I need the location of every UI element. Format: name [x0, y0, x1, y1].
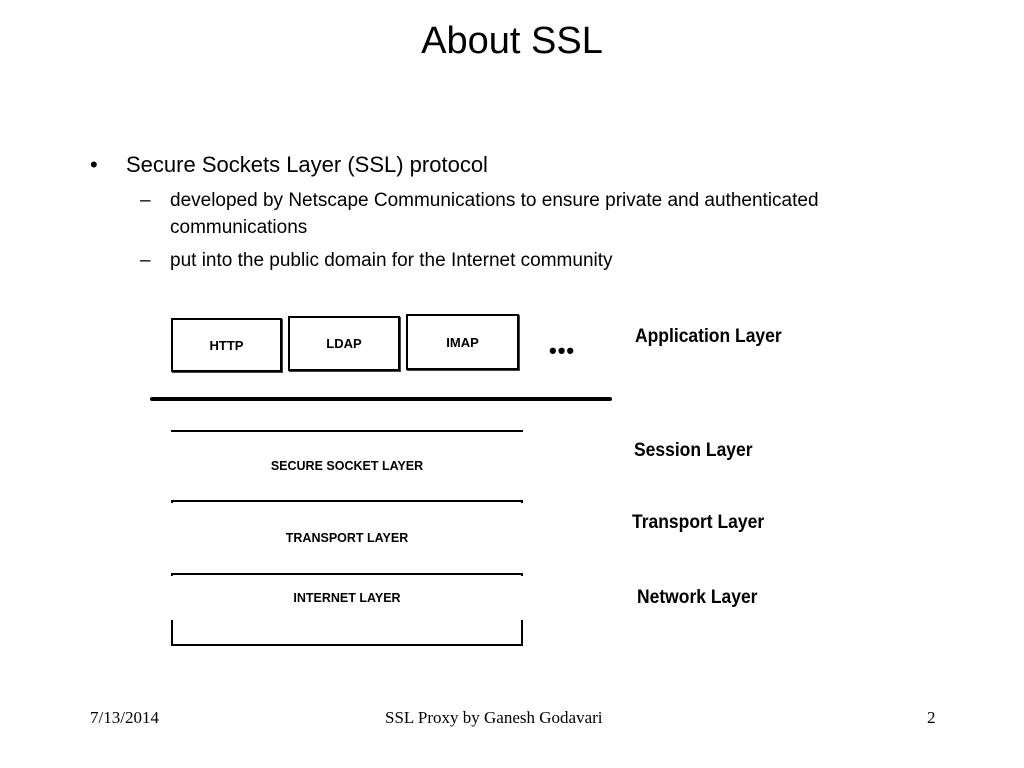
stack-separator [171, 573, 523, 575]
app-box-imap: IMAP [406, 314, 519, 370]
sub-bullet-item: – developed by Netscape Communications t… [90, 187, 910, 241]
bullet-text: Secure Sockets Layer (SSL) protocol [126, 152, 488, 177]
stack-separator [171, 500, 523, 502]
sub-bullet-item: – put into the public domain for the Int… [90, 247, 910, 274]
app-box-ldap: LDAP [288, 316, 400, 371]
app-box-http: HTTP [171, 318, 282, 372]
footer-date: 7/13/2014 [90, 708, 159, 727]
bullet-marker: • [90, 152, 98, 177]
label-network-layer: Network Layer [637, 587, 758, 608]
sub-bullet-text: developed by Netscape Communications to … [170, 190, 819, 238]
sub-bullet-marker: – [140, 190, 151, 211]
divider-line [150, 397, 612, 401]
bullet-list: • Secure Sockets Layer (SSL) protocol – … [90, 150, 910, 274]
stack-row-internet: INTERNET LAYER [171, 576, 523, 620]
bullet-item: • Secure Sockets Layer (SSL) protocol [90, 150, 910, 180]
sub-bullet-text: put into the public domain for the Inter… [170, 250, 613, 271]
footer-page-number: 2 [927, 708, 936, 727]
stack-row-transport: TRANSPORT LAYER [171, 503, 523, 573]
sub-bullet-marker: – [140, 250, 151, 271]
slide-title: About SSL [421, 20, 603, 62]
stack-row-secure-socket: SECURE SOCKET LAYER [171, 432, 523, 500]
label-transport-layer: Transport Layer [632, 512, 765, 533]
more-apps-ellipsis: ••• [549, 338, 576, 363]
label-session-layer: Session Layer [634, 440, 753, 461]
label-application-layer: Application Layer [635, 326, 782, 347]
footer-center-text: SSL Proxy by Ganesh Godavari [385, 708, 603, 727]
